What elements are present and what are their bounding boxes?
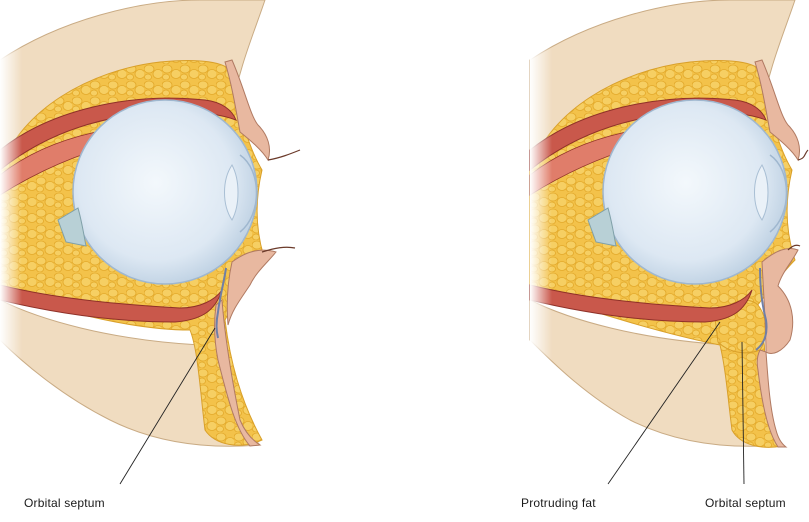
left-eye-illustration — [0, 0, 300, 484]
label-orbital-septum-left: Orbital septum — [24, 496, 105, 510]
label-protruding-fat: Protruding fat — [521, 496, 596, 510]
left-upper-eyelash — [268, 150, 300, 160]
right-lower-eyelid — [762, 249, 798, 354]
label-orbital-septum-right: Orbital septum — [705, 496, 786, 510]
right-eye-illustration — [530, 0, 808, 484]
left-lower-eyelid — [227, 250, 276, 325]
